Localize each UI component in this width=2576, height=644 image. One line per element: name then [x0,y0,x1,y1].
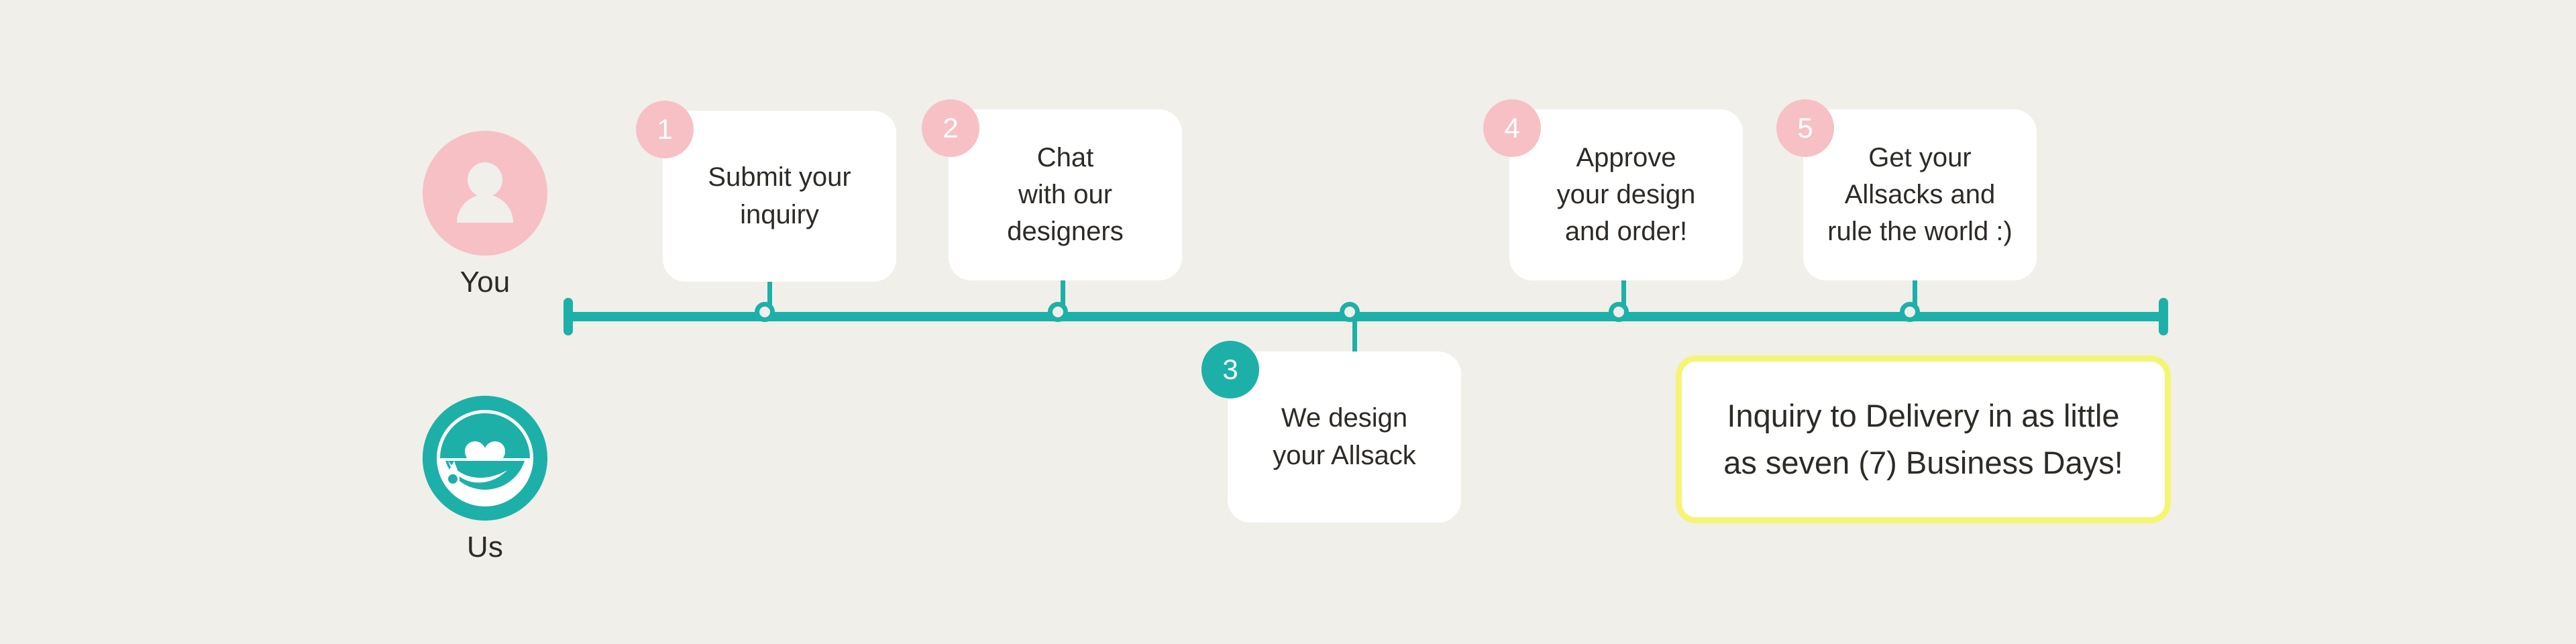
step-badge-3-number: 3 [1222,354,1238,385]
timeline-marker-5[interactable] [1900,302,1920,322]
timeline-marker-4[interactable] [1609,302,1629,322]
timeline-marker-1[interactable] [755,302,775,322]
step-badge-5-number: 5 [1797,112,1813,144]
actor-us-label: Us [466,531,504,564]
step-badge-5: 5 [1776,99,1834,157]
delivery-promise-callout: Inquiry to Delivery in as little as seve… [1676,356,2171,523]
step-card-4-text: Approve your design and order! [1556,142,1696,247]
step-card-2[interactable]: Chat with our designers [949,109,1182,280]
timeline-end-cap [2159,298,2168,335]
step-badge-3: 3 [1201,341,1259,398]
step-card-1[interactable]: Submit your inquiry [663,111,896,282]
step-card-5[interactable]: Get your Allsacks and rule the world :) [1803,109,2037,280]
actor-you: You [423,131,547,297]
timeline-stem-4 [1621,280,1626,315]
step-badge-1-number: 1 [657,113,673,145]
person-avatar-icon [423,131,547,256]
timeline-stem-5 [1913,280,1917,315]
step-card-4[interactable]: Approve your design and order! [1509,109,1743,280]
step-card-3[interactable]: We design your Allsack [1228,352,1461,523]
step-card-2-text: Chat with our designers [1007,142,1124,247]
step-badge-4: 4 [1483,99,1541,157]
step-card-3-text: We design your Allsack [1273,403,1416,470]
timeline-track [564,312,2168,321]
timeline-stem-1 [767,282,772,315]
timeline-stem-3 [1352,315,1357,353]
timeline-start-cap [564,298,573,335]
timeline-stem-2 [1061,280,1065,315]
step-badge-2-number: 2 [943,112,959,144]
timeline-marker-3[interactable] [1340,302,1360,322]
step-badge-4-number: 4 [1504,112,1520,144]
allsack-bag-heart-logo-icon [423,396,547,521]
timeline-marker-2[interactable] [1048,302,1068,322]
actor-us: Us [423,396,547,562]
step-badge-2: 2 [922,99,979,157]
step-card-1-text: Submit your inquiry [708,162,851,229]
delivery-promise-text: Inquiry to Delivery in as little as seve… [1723,397,2123,481]
step-badge-1: 1 [636,101,694,158]
step-card-5-text: Get your Allsacks and rule the world :) [1827,142,2012,247]
actor-you-label: You [460,266,511,299]
